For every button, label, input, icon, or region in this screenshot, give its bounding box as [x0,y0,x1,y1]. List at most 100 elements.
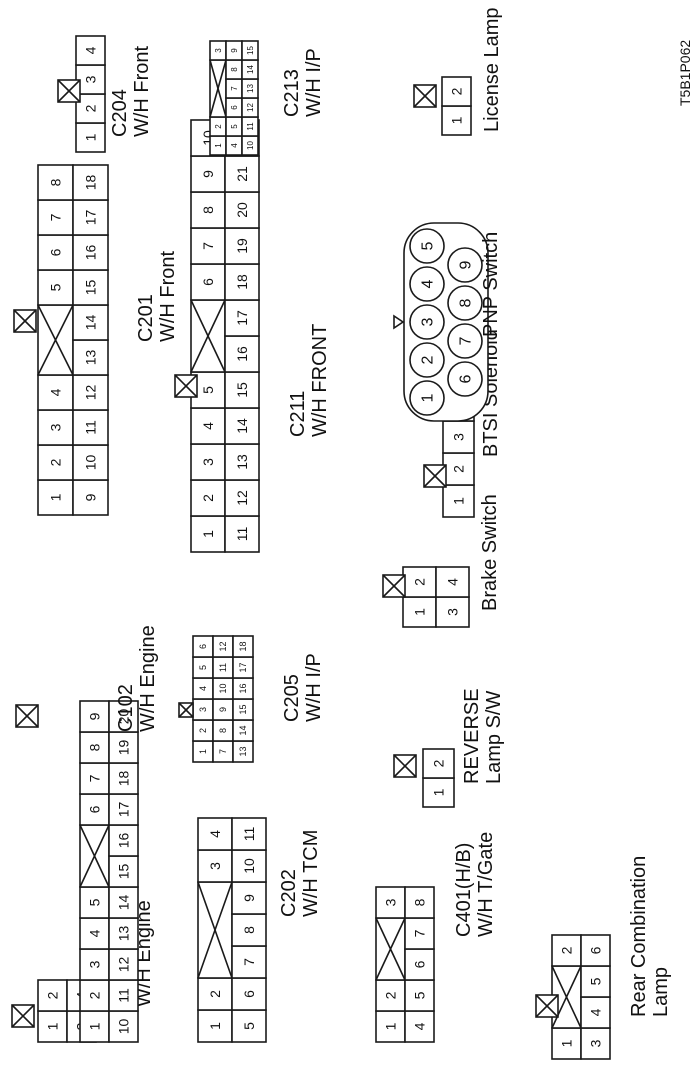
c204-pin-cell [75,35,106,66]
brake-latch-cross [382,574,406,598]
pin-label: 5 [198,665,208,670]
c401-x-cross [375,917,406,981]
pin-label: 1 [207,1022,223,1030]
pin-label: 21 [234,166,250,182]
pnp-pin [447,247,483,283]
pin-label: 18 [116,771,132,787]
pin-label: 8 [230,67,239,72]
pin-label: 11 [83,420,99,435]
pin-label: 1 [200,530,216,538]
c205-label: W/H I/P [303,653,325,722]
pnp-pin [409,380,445,416]
pin-label: 7 [412,929,428,937]
pin-label: 14 [116,895,132,911]
pin-label: 8 [48,178,64,186]
pnp-key-triangle [393,314,405,330]
c213-label: W/H I/P [303,48,325,117]
pin-label: 7 [200,242,216,250]
pin-label: 13 [238,746,248,756]
pin-label: 3 [451,433,467,441]
pin-label: 1 [83,133,99,141]
pin-label: 13 [83,350,99,366]
c202-label: W/H TCM [300,830,322,917]
pin-label: 3 [588,1039,604,1047]
pin-label: 10 [116,1019,132,1035]
pin-label: 7 [87,774,103,782]
c213-x-cross [209,59,227,118]
pin-label: 8 [87,743,103,751]
rear-x-cross [551,965,582,1029]
license-latch-cross [413,84,437,108]
pin-label: 6 [588,946,604,954]
pin-label: 5 [48,283,64,291]
pin-label: 6 [412,960,428,968]
pin-label: 4 [445,578,461,586]
pin-label: 14 [246,65,255,74]
pin-label: 1 [48,493,64,501]
pin-label: 1 [449,116,465,124]
pin-label: 7 [218,749,228,754]
figure-code-svg: T5B1P062 [677,40,693,106]
pin-label: 11 [246,122,255,131]
pin-label: 12 [83,385,99,401]
pin-label: 3 [198,707,208,712]
pin-label: 3 [214,48,223,53]
pin-label: 10 [83,455,99,471]
pin-label: 17 [116,802,132,818]
license-label: License Lamp [481,7,503,132]
pin-label: 3 [383,898,399,906]
pin-label: 15 [83,280,99,296]
pin-label: 2 [412,578,428,586]
pin-label: 3 [200,458,216,466]
rear-pin-cell [580,934,611,967]
c202-label: C202 [278,869,300,917]
pin-label: 6 [230,105,239,110]
reverse-latch-cross [393,754,417,778]
reverse-pin-cell [422,748,455,779]
pin-label: 4 [87,929,103,937]
rear-label: Rear Combination [628,856,650,1017]
c401-label: C401(H/B) [453,843,475,937]
pnp-pin [447,285,483,321]
pin-label: 8 [200,206,216,214]
c102-pin-cell [108,700,139,733]
pin-label: 16 [238,683,248,693]
pin-label: 20 [234,202,250,218]
c211-x-cross [190,299,226,373]
pin-label: 1 [383,1022,399,1030]
pin-label: 8 [241,926,257,934]
pin-label: 5 [200,386,216,394]
reverse-label: Lamp S/W [483,691,505,784]
pin-label: 2 [214,124,223,129]
c102-label: W/H Engine [137,625,159,732]
pin-label: 13 [116,926,132,942]
pin-label: 4 [420,279,437,288]
pin-label: 4 [83,46,99,54]
pin-label: 7 [458,336,475,345]
pin-label: 3 [207,862,223,870]
pin-label: 14 [238,725,248,735]
c205-latch-cross [178,702,194,718]
pin-label: 15 [246,46,255,55]
pin-label: 9 [458,260,475,269]
pin-label: 7 [241,958,257,966]
pin-label: 3 [48,423,64,431]
c201-latch-cross [13,309,37,333]
pin-label: 1 [559,1039,575,1047]
c213-label: C213 [281,69,303,117]
pin-label: 9 [241,894,257,902]
rear-label: Lamp [650,967,672,1017]
pin-label: 2 [48,458,64,466]
pin-label: 3 [445,608,461,616]
pin-label: 15 [234,382,250,398]
pin-label: 17 [238,662,248,672]
pin-label: 4 [48,388,64,396]
pnp-label: PNP Switch [480,232,502,337]
pin-label: 9 [87,712,103,720]
pin-label: 13 [234,454,250,470]
pin-label: 2 [431,759,447,767]
c401-label: W/H T/Gate [475,832,497,937]
pnp-pin [447,361,483,397]
